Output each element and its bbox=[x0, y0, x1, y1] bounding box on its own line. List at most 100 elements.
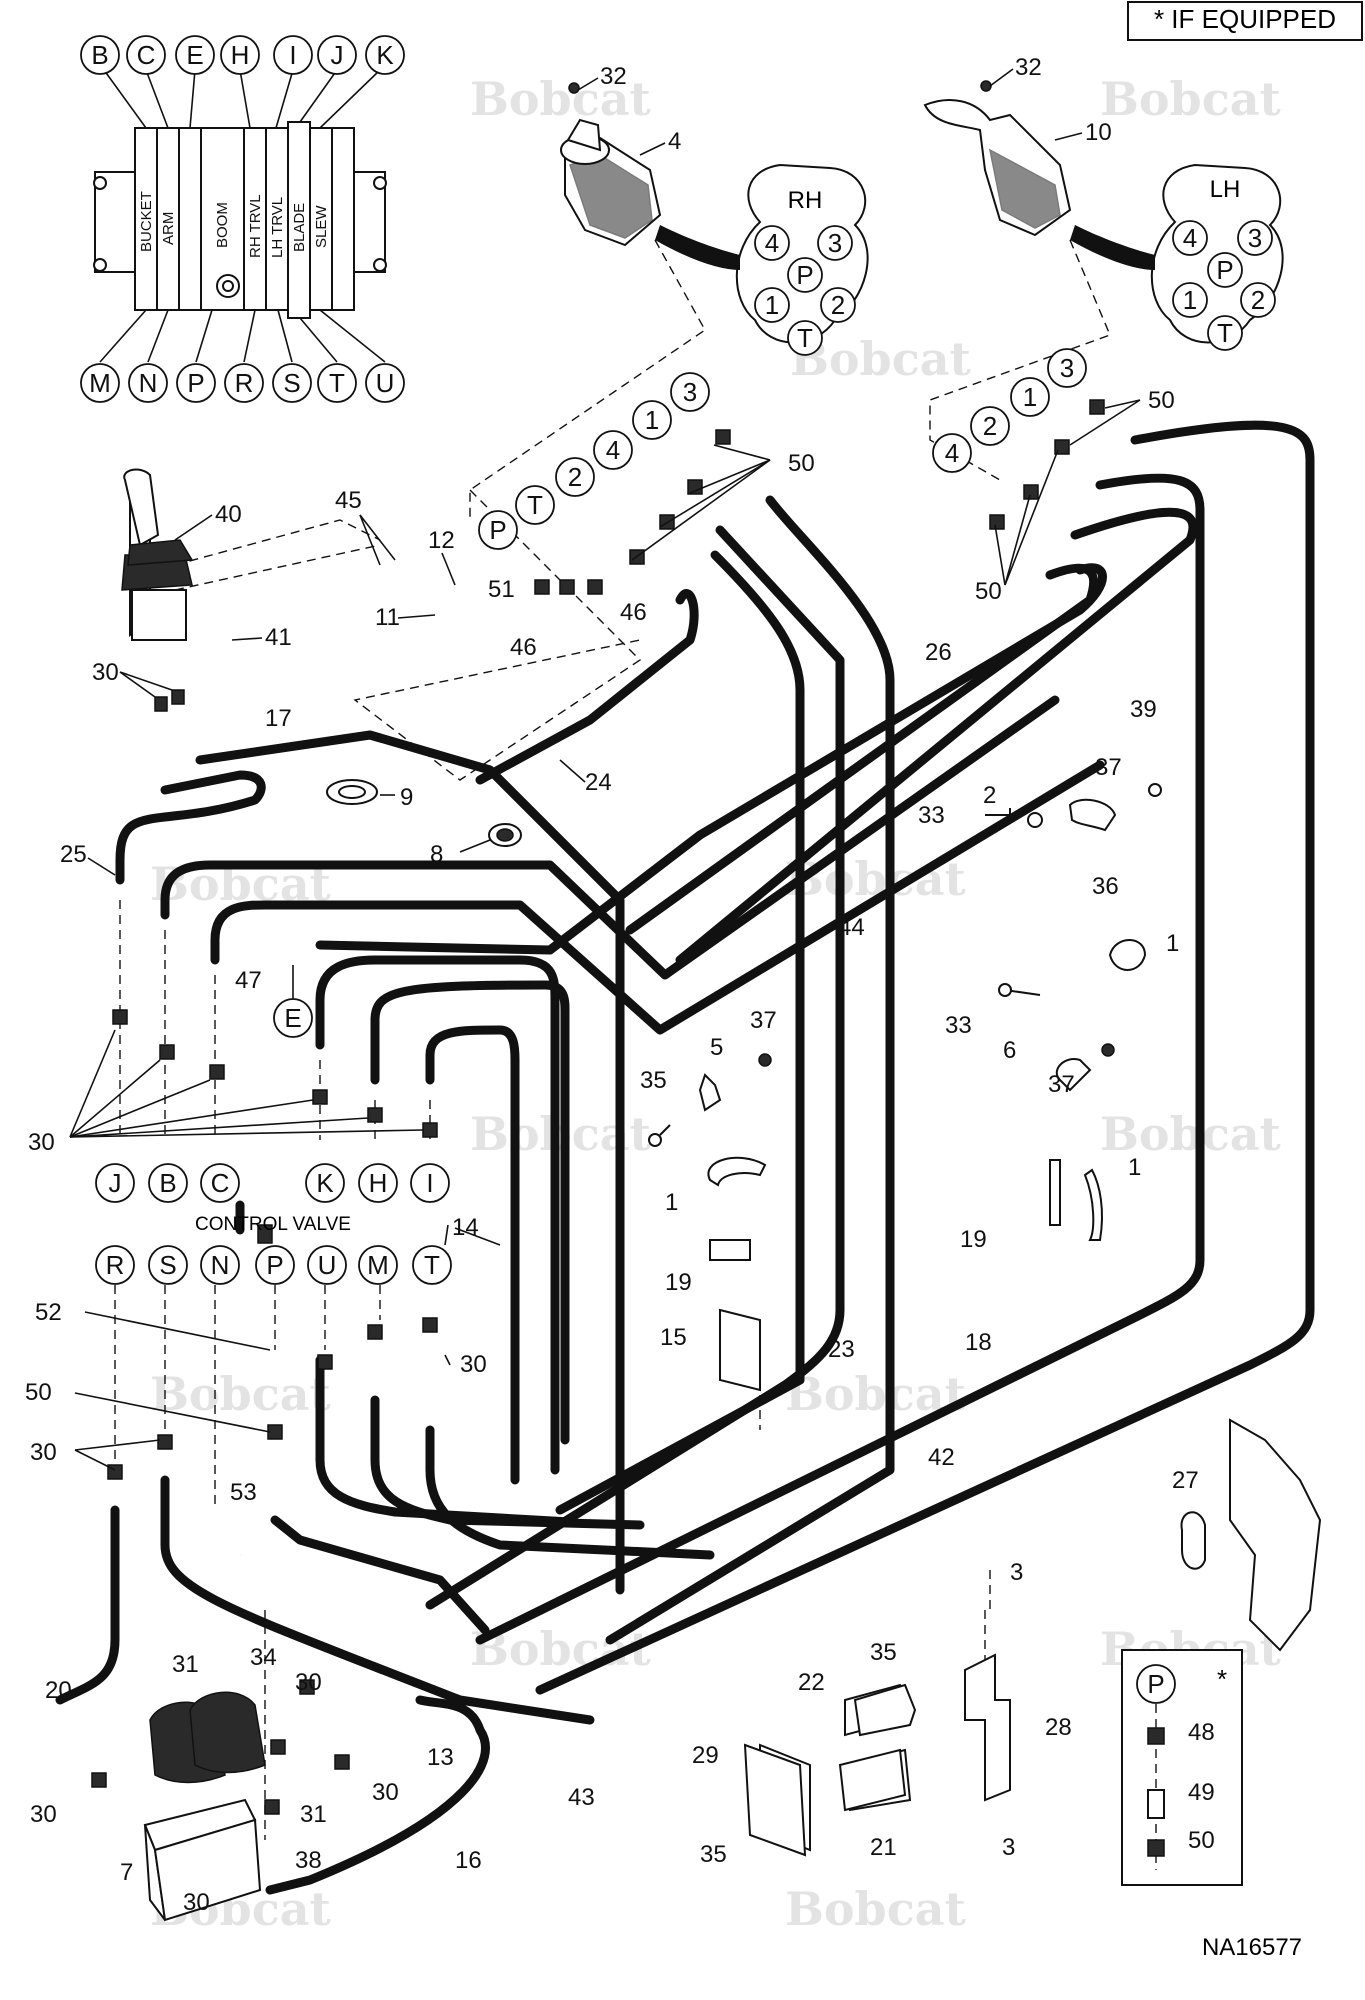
callout: 25 bbox=[60, 841, 87, 868]
port-label: I bbox=[289, 40, 296, 70]
port-label: S bbox=[159, 1250, 176, 1280]
callout: 50 bbox=[25, 1379, 52, 1406]
port-label: E bbox=[284, 1003, 301, 1033]
port-label: T bbox=[329, 368, 345, 398]
watermark: Bobcat bbox=[150, 1367, 332, 1421]
callout: 52 bbox=[35, 1299, 62, 1326]
port-label: 3 bbox=[1060, 353, 1074, 383]
port-label: C bbox=[137, 40, 156, 70]
port-label: 3 bbox=[683, 377, 697, 407]
port-label: R bbox=[106, 1250, 125, 1280]
callout: 50 bbox=[1148, 387, 1175, 414]
pin-label: P bbox=[1216, 255, 1233, 285]
callout: 26 bbox=[925, 639, 952, 666]
port-label: E bbox=[186, 40, 203, 70]
valve-section-label: SLEW bbox=[313, 205, 330, 248]
port-label: J bbox=[109, 1168, 122, 1198]
callout: 50 bbox=[975, 578, 1002, 605]
callout: 23 bbox=[828, 1336, 855, 1363]
callout: 30 bbox=[372, 1779, 399, 1806]
callout: 13 bbox=[427, 1744, 454, 1771]
port-label: P bbox=[187, 368, 204, 398]
port-label: N bbox=[139, 368, 158, 398]
watermark: Bobcat bbox=[1100, 72, 1282, 126]
callout: 35 bbox=[700, 1841, 727, 1868]
callout: 30 bbox=[92, 659, 119, 686]
pin-label: 2 bbox=[1251, 285, 1265, 315]
callout: 27 bbox=[1172, 1467, 1199, 1494]
callout: 5 bbox=[710, 1034, 723, 1061]
callout: 3 bbox=[1010, 1559, 1023, 1586]
port-label: N bbox=[211, 1250, 230, 1280]
lh-joystick bbox=[923, 80, 1072, 237]
inset-port-label: P bbox=[1147, 1669, 1164, 1699]
valve-section-label: BOOM bbox=[214, 202, 231, 248]
port-label: B bbox=[91, 40, 108, 70]
callout: 39 bbox=[1130, 696, 1157, 723]
callout: 46 bbox=[620, 599, 647, 626]
port-label: M bbox=[367, 1250, 389, 1280]
watermark: Bobcat bbox=[470, 72, 652, 126]
callout: 19 bbox=[960, 1226, 987, 1253]
lower-port-labels-row2: R S N P U M T bbox=[95, 1245, 452, 1285]
callout: 32 bbox=[600, 63, 627, 90]
valve-bottom-port-labels: M N P R S T U bbox=[80, 363, 405, 403]
callout: 32 bbox=[1015, 54, 1042, 81]
dashed-tie-lines bbox=[174, 239, 1111, 781]
port-label: 2 bbox=[568, 462, 582, 492]
callout: 30 bbox=[460, 1351, 487, 1378]
pin-label: 1 bbox=[1183, 285, 1197, 315]
callout: 40 bbox=[215, 501, 242, 528]
port-label: 4 bbox=[606, 435, 620, 465]
callout: 41 bbox=[265, 624, 292, 651]
rh-connector: 4 3 P 1 2 T RH bbox=[655, 163, 869, 356]
if-equipped-text: * IF EQUIPPED bbox=[1154, 4, 1336, 34]
callout: 19 bbox=[665, 1269, 692, 1296]
port-label: J bbox=[331, 40, 344, 70]
callout: 50 bbox=[1188, 1827, 1215, 1854]
pin-label: T bbox=[797, 323, 813, 353]
if-equipped-note: * IF EQUIPPED bbox=[1127, 1, 1363, 41]
port-label: 4 bbox=[945, 438, 959, 468]
port-label: T bbox=[424, 1250, 440, 1280]
callout: 12 bbox=[428, 527, 455, 554]
valve-section-label: LH TRVL bbox=[269, 197, 286, 258]
callout: 31 bbox=[300, 1801, 327, 1828]
port-label: M bbox=[89, 368, 111, 398]
pin-label: T bbox=[1217, 318, 1233, 348]
callout: 48 bbox=[1188, 1719, 1215, 1746]
watermark: Bobcat bbox=[785, 1882, 967, 1936]
hardware-parts bbox=[648, 783, 1162, 1392]
callout: 34 bbox=[250, 1644, 277, 1671]
if-equipped-inset: P * bbox=[1121, 1649, 1243, 1886]
rh-port-labels: P T 2 4 1 3 bbox=[478, 372, 710, 550]
callout: 38 bbox=[295, 1847, 322, 1874]
pilot-valve-7 bbox=[143, 1691, 266, 1922]
pin-label: 3 bbox=[828, 228, 842, 258]
port-label: C bbox=[211, 1168, 230, 1198]
port-label: P bbox=[489, 515, 506, 545]
callout: 28 bbox=[1045, 1714, 1072, 1741]
callout: 51 bbox=[488, 576, 515, 603]
port-label: T bbox=[527, 490, 543, 520]
callout: 3 bbox=[1002, 1834, 1015, 1861]
valve-section-label: RH TRVL bbox=[247, 194, 264, 258]
lower-port-labels-row1: J B C K H I bbox=[95, 1163, 450, 1203]
callout-numbers: 32 4 32 10 40 45 12 51 46 11 46 41 30 17… bbox=[25, 54, 1215, 1916]
callout: 18 bbox=[965, 1329, 992, 1356]
callout: 35 bbox=[640, 1067, 667, 1094]
callout: 31 bbox=[172, 1651, 199, 1678]
port-label: R bbox=[235, 368, 254, 398]
port-label: B bbox=[159, 1168, 176, 1198]
lh-port-labels: 4 2 1 3 bbox=[932, 348, 1087, 473]
port-e: E bbox=[273, 965, 313, 1038]
callout: 17 bbox=[265, 705, 292, 732]
callout: 44 bbox=[838, 914, 865, 941]
port-label: U bbox=[376, 368, 395, 398]
callout: 42 bbox=[928, 1444, 955, 1471]
callout: 37 bbox=[750, 1007, 777, 1034]
callout: 30 bbox=[295, 1669, 322, 1696]
callout: 21 bbox=[870, 1834, 897, 1861]
grommets bbox=[326, 779, 522, 847]
callout: 15 bbox=[660, 1324, 687, 1351]
